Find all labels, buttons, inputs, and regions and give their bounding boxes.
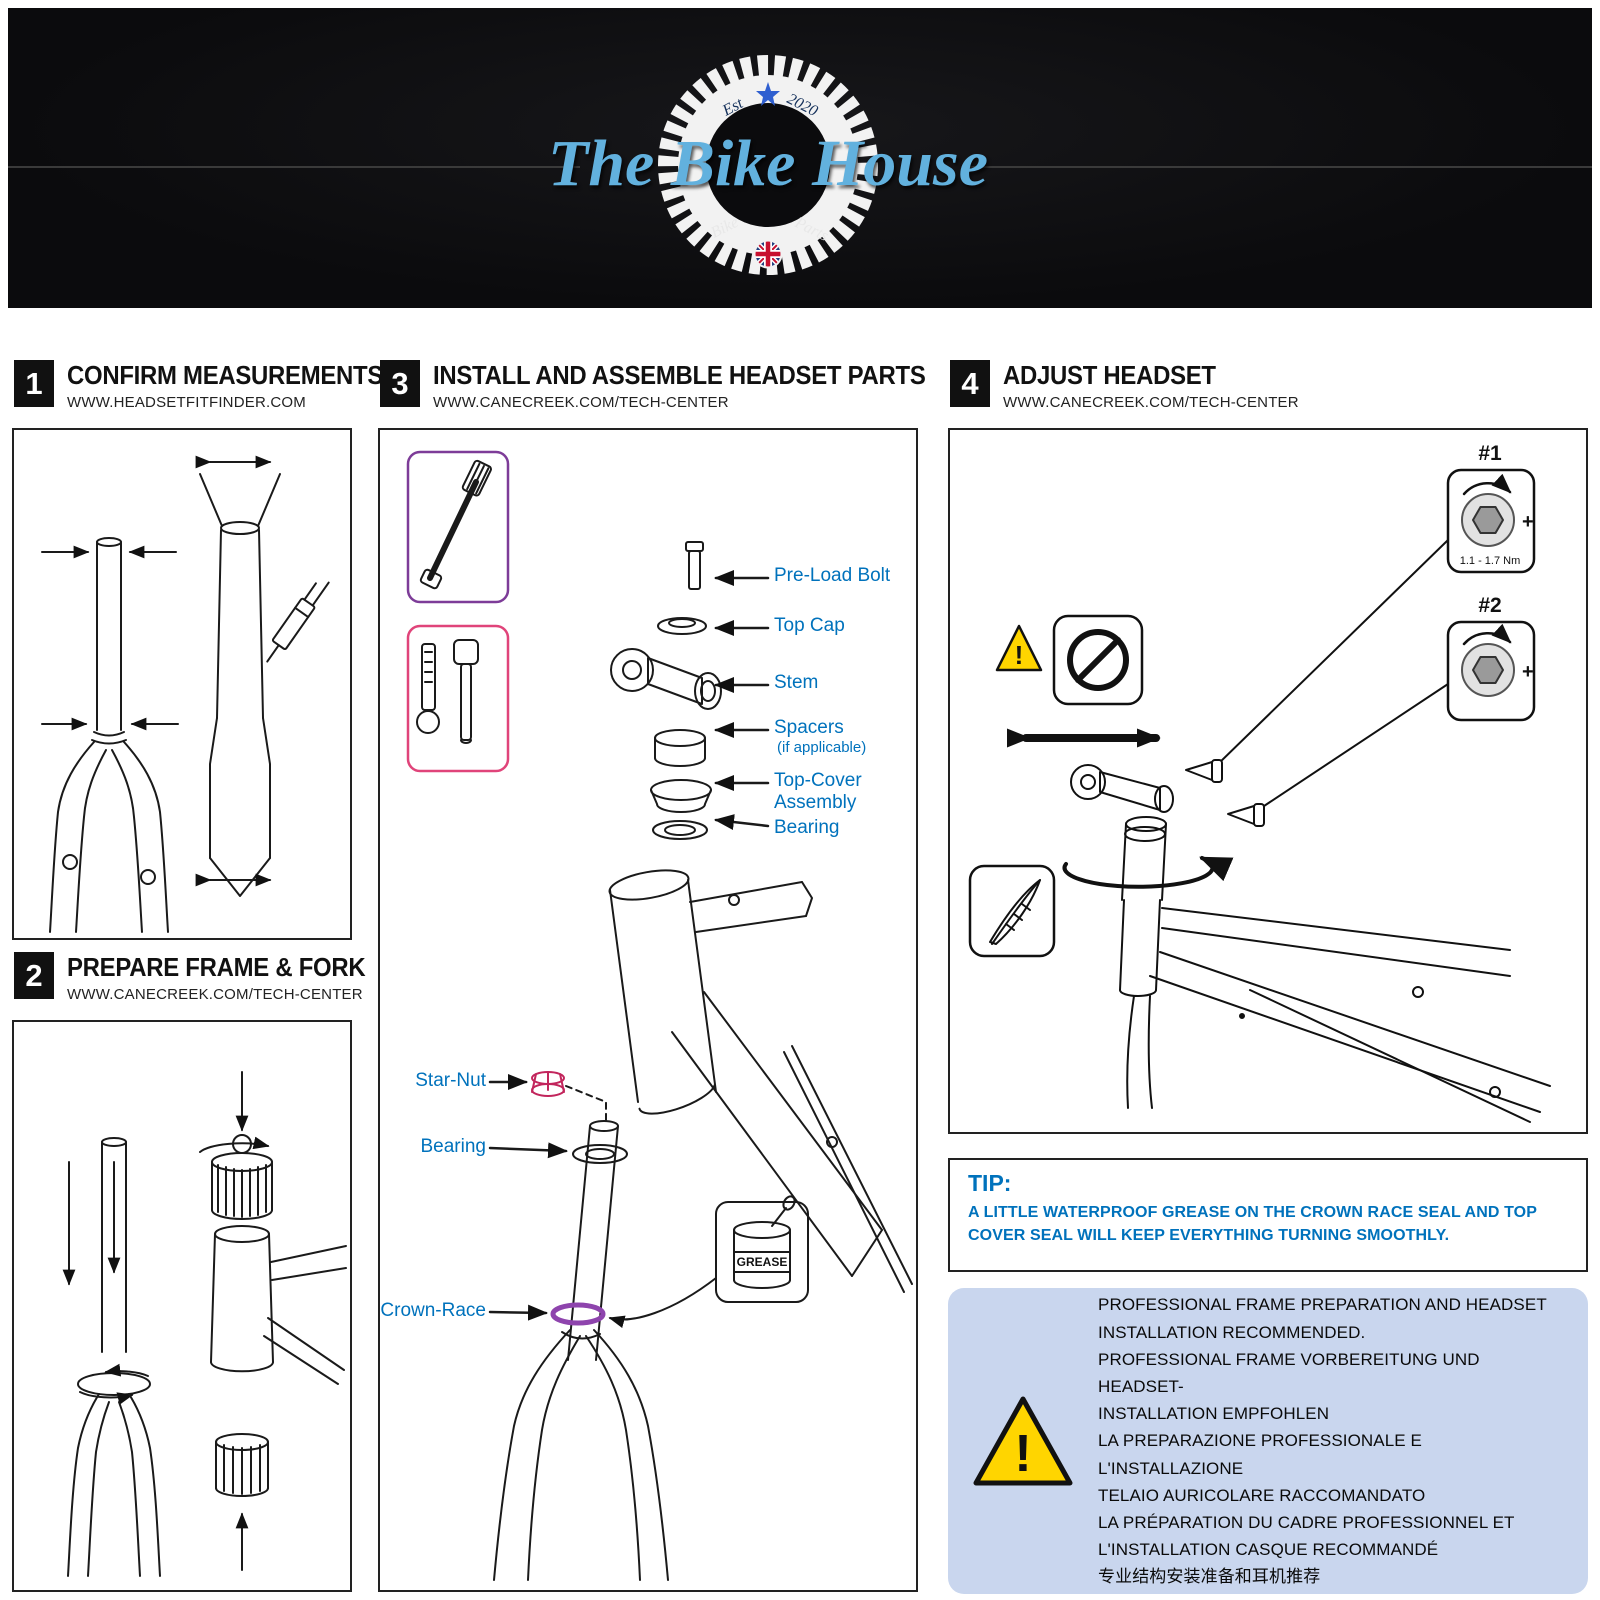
step2-header: 2 PREPARE FRAME & FORK WWW.CANECREEK.COM…: [14, 952, 391, 1003]
step1-diagram: [12, 428, 352, 940]
label-preload-bolt: Pre-Load Bolt: [774, 565, 891, 586]
header-divider-left: [8, 166, 580, 168]
uk-flag-icon: [753, 239, 783, 269]
step3-number: 3: [380, 360, 420, 407]
prepare-frame-fork-drawing: [62, 1071, 347, 1577]
tip-box: TIP: A LITTLE WATERPROOF GREASE ON THE C…: [948, 1158, 1588, 1272]
label-top-cover-2: Assembly: [774, 792, 857, 813]
notice-line: PROFESSIONAL FRAME VORBEREITUNG UND HEAD…: [1098, 1349, 1480, 1397]
step4-number: 4: [950, 360, 990, 407]
notice-line: INSTALLATION RECOMMENDED.: [1098, 1322, 1366, 1342]
tip-heading: TIP:: [968, 1170, 1012, 1196]
tip-body: A LITTLE WATERPROOF GREASE ON THE CROWN …: [968, 1204, 1537, 1245]
step1-title: CONFIRM MEASUREMENTS: [67, 360, 384, 390]
step1-number: 1: [14, 360, 54, 407]
torque2-label: #2: [1478, 594, 1501, 617]
label-stem: Stem: [774, 672, 819, 693]
step3-url: WWW.CANECREEK.COM/TECH-CENTER: [433, 394, 729, 411]
step1-url: WWW.HEADSETFITFINDER.COM: [67, 394, 306, 411]
step2-title: PREPARE FRAME & FORK: [67, 952, 366, 982]
adjust-headset-drawing: #1 + 1.1 - 1.7 Nm #2 +: [968, 442, 1551, 1123]
label-top-cover-1: Top-Cover: [774, 770, 862, 791]
notice-text: PROFESSIONAL FRAME PREPARATION AND HEADS…: [1098, 1291, 1566, 1590]
professional-installation-notice: ! PROFESSIONAL FRAME PREPARATION AND HEA…: [948, 1288, 1588, 1594]
notice-line: L'INSTALLATION CASQUE RECOMMANDÉ: [1098, 1540, 1439, 1560]
label-bearing-right: Bearing: [774, 817, 840, 838]
torque1-plus: +: [1522, 511, 1534, 533]
header-divider-right: [970, 166, 1592, 168]
brand-name: The Bike House: [548, 127, 988, 200]
notice-line: LA PREPARAZIONE PROFESSIONALE E L'INSTAL…: [1098, 1431, 1422, 1478]
step3-diagram: GREASE Pre-Load Bolt Top Cap Stem Spacer…: [378, 428, 918, 1592]
grease-label: GREASE: [737, 1255, 788, 1269]
step2-number: 2: [14, 952, 54, 999]
exploded-assembly-drawing: GREASE: [406, 450, 913, 1581]
torque1-label: #1: [1478, 442, 1502, 465]
logo-star-icon: [756, 82, 780, 106]
notice-line: 专业结构安装准备和耳机推荐: [1098, 1567, 1321, 1587]
notice-warning-mark: !: [1014, 1425, 1031, 1483]
notice-line: TELAIO AURICOLARE RACCOMANDATO: [1098, 1485, 1426, 1505]
step2-diagram: [12, 1020, 352, 1592]
measurement-diagram-drawing: [41, 455, 330, 933]
warning-triangle-icon: !: [973, 1396, 1073, 1486]
gear-logo-icon: Est 2020 Bike Parts: [658, 55, 878, 275]
label-spacers-note: (if applicable): [777, 739, 867, 756]
notice-line: LA PRÉPARATION DU CADRE PROFESSIONNEL ET: [1098, 1512, 1515, 1532]
step3-title: INSTALL AND ASSEMBLE HEADSET PARTS: [433, 360, 926, 390]
label-star-nut: Star-Nut: [415, 1070, 486, 1091]
warning-mark: !: [1015, 640, 1024, 670]
step1-header: 1 CONFIRM MEASUREMENTS WWW.HEADSETFITFIN…: [14, 360, 411, 411]
step2-url: WWW.CANECREEK.COM/TECH-CENTER: [67, 986, 363, 1003]
step4-header: 4 ADJUST HEADSET WWW.CANECREEK.COM/TECH-…: [950, 360, 1299, 411]
step3-header: 3 INSTALL AND ASSEMBLE HEADSET PARTS WWW…: [380, 360, 968, 411]
notice-line: PROFESSIONAL FRAME PREPARATION AND HEADS…: [1098, 1295, 1547, 1315]
step4-url: WWW.CANECREEK.COM/TECH-CENTER: [1003, 394, 1299, 411]
step4-title: ADJUST HEADSET: [1003, 360, 1216, 390]
label-crown-race: Crown-Race: [380, 1300, 486, 1321]
label-spacers: Spacers: [774, 717, 844, 738]
header-banner: Est 2020 Bike Parts The: [8, 8, 1592, 308]
step4-diagram: #1 + 1.1 - 1.7 Nm #2 +: [948, 428, 1588, 1134]
torque1-value: 1.1 - 1.7 Nm: [1460, 555, 1521, 567]
label-top-cap: Top Cap: [774, 615, 845, 636]
notice-line: INSTALLATION EMPFOHLEN: [1098, 1404, 1330, 1424]
torque2-plus: +: [1522, 661, 1534, 683]
label-bearing-left: Bearing: [420, 1136, 487, 1157]
